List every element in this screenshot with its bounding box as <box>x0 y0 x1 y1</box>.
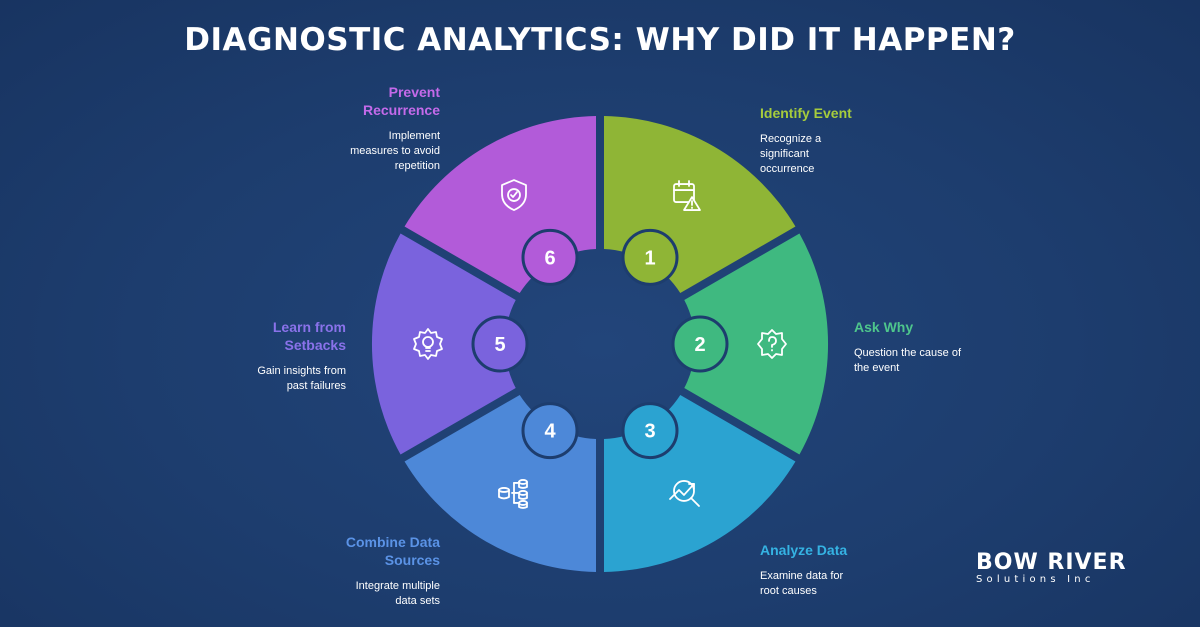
calendar-warning-icon <box>673 180 701 211</box>
step-6-label: Prevent Recurrence Implement measures to… <box>300 83 440 174</box>
question-badge-icon <box>757 329 787 359</box>
step-3-label: Analyze Data Examine data for root cause… <box>760 541 900 599</box>
step-1-number-badge <box>621 228 679 286</box>
step-3-title: Analyze Data <box>760 542 848 558</box>
step-2-number-badge <box>671 315 729 373</box>
gear-bulb-icon <box>413 328 443 360</box>
step-4-title: Combine Data Sources <box>345 534 440 568</box>
step-4-number: 4 <box>544 421 556 443</box>
step-2-label: Ask Why Question the cause of the event <box>854 318 994 376</box>
step-4-label: Combine Data Sources Integrate multiple … <box>300 533 440 609</box>
step-6-number: 6 <box>544 247 555 269</box>
step-1-title: Identify Event <box>760 105 852 121</box>
segment-step-5 <box>371 233 516 455</box>
step-1-number: 1 <box>644 247 655 269</box>
step-4-number-badge <box>521 402 579 460</box>
step-5-number: 5 <box>494 334 505 356</box>
step-2-description: Question the cause of the event <box>854 347 962 374</box>
step-6-number-badge <box>521 228 579 286</box>
step-4-description: Integrate multiple data sets <box>355 580 440 607</box>
shield-check-icon <box>501 179 527 211</box>
step-5-description: Gain insights from past failures <box>257 365 346 392</box>
step-6-description: Implement measures to avoid repetition <box>350 130 440 172</box>
segment-step-2 <box>684 233 829 455</box>
step-3-number-badge <box>621 402 679 460</box>
company-logo: BOW RIVER Solutions Inc <box>976 552 1136 586</box>
chart-magnifier-icon <box>669 480 700 507</box>
step-2-number: 2 <box>694 334 705 356</box>
step-3-description: Examine data for root causes <box>760 570 844 597</box>
step-5-title: Learn from Setbacks <box>272 319 346 353</box>
step-5-label: Learn from Setbacks Gain insights from p… <box>206 318 346 394</box>
step-1-description: Recognize a significant occurrence <box>760 133 822 175</box>
page-title: DIAGNOSTIC ANALYTICS: WHY DID IT HAPPEN? <box>184 22 1016 58</box>
step-3-number: 3 <box>644 421 655 443</box>
step-6-title: Prevent Recurrence <box>362 84 440 118</box>
step-2-title: Ask Why <box>854 319 914 335</box>
step-5-number-badge <box>471 315 529 373</box>
logo-name: BOW RIVER <box>976 550 1127 575</box>
logo-tagline: Solutions Inc <box>976 574 1095 585</box>
database-merge-icon <box>498 479 528 509</box>
step-1-label: Identify Event Recognize a significant o… <box>760 104 900 177</box>
